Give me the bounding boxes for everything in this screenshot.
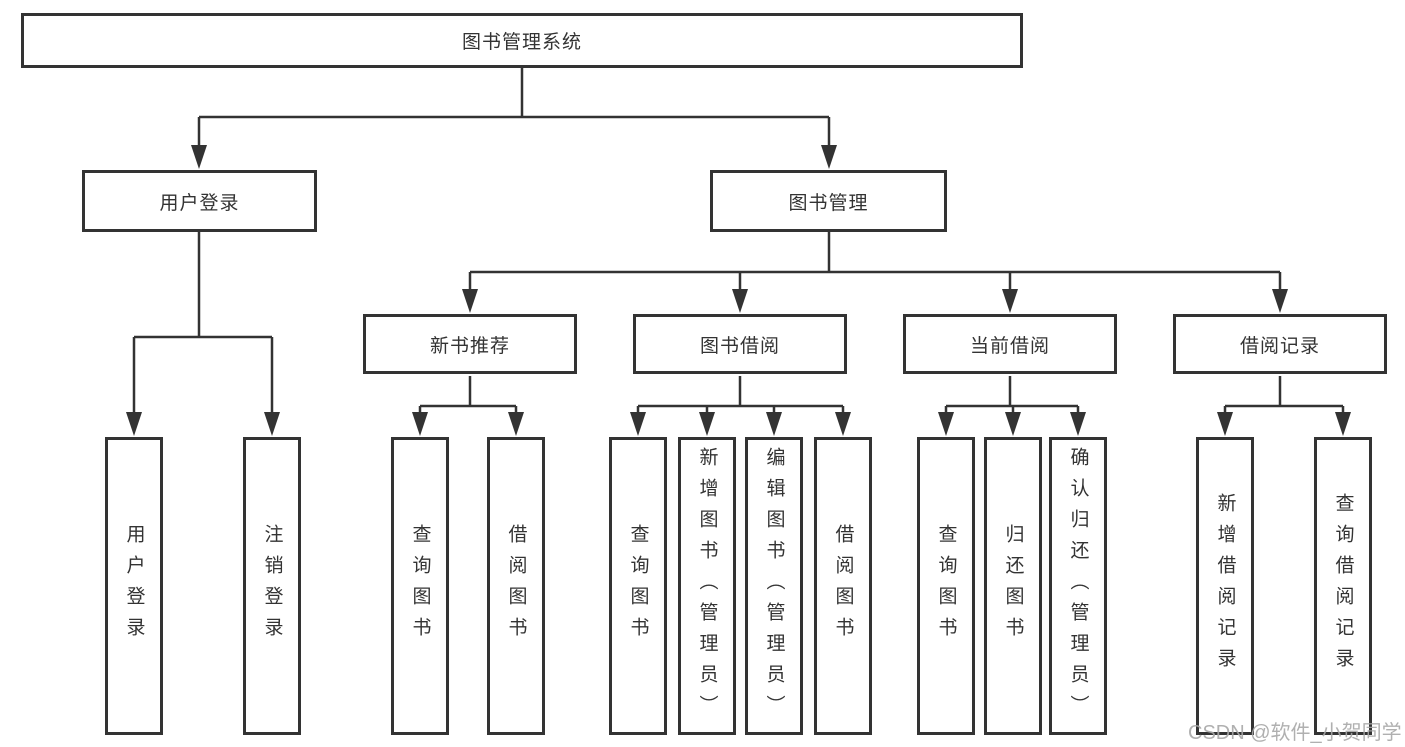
- arrow-down-icon: [1070, 412, 1086, 436]
- leaf-logout: 注销登录: [243, 437, 301, 735]
- arrow-down-icon: [1005, 412, 1021, 436]
- node-current-borrow: 当前借阅: [903, 314, 1117, 374]
- arrow-down-icon: [1272, 289, 1288, 313]
- node-user-login: 用户登录: [82, 170, 317, 232]
- arrow-down-icon: [699, 412, 715, 436]
- node-label: 用户登录: [123, 524, 145, 648]
- connector-path: [132, 68, 1345, 414]
- leaf-query-books-borrow: 查询图书: [609, 437, 667, 735]
- node-label: 借阅记录: [1239, 335, 1320, 357]
- arrow-down-icon: [630, 412, 646, 436]
- leaf-add-book-admin: 新增图书（管理员）: [678, 437, 736, 735]
- leaf-query-borrow-record: 查询借阅记录: [1314, 437, 1372, 735]
- node-borrow-records: 借阅记录: [1173, 314, 1387, 374]
- node-label: 图书管理: [788, 192, 869, 214]
- arrow-down-icon: [1217, 412, 1233, 436]
- node-label: 编辑图书（管理员）: [763, 446, 785, 726]
- leaf-confirm-return-admin: 确认归还（管理员）: [1049, 437, 1107, 735]
- node-book-management: 图书管理: [710, 170, 947, 232]
- leaf-query-books-current: 查询图书: [917, 437, 975, 735]
- arrow-down-icon: [508, 412, 524, 436]
- node-label: 查询图书: [409, 524, 431, 648]
- arrow-down-icon: [732, 289, 748, 313]
- arrow-down-icon: [1002, 289, 1018, 313]
- leaf-borrow-books-recommend: 借阅图书: [487, 437, 545, 735]
- node-label: 借阅图书: [832, 524, 854, 648]
- node-label: 用户登录: [159, 192, 240, 214]
- arrow-down-icon: [835, 412, 851, 436]
- node-label: 图书管理系统: [461, 32, 582, 53]
- node-label: 图书借阅: [699, 335, 780, 357]
- node-label: 新增图书（管理员）: [696, 446, 718, 726]
- leaf-add-borrow-record: 新增借阅记录: [1196, 437, 1254, 735]
- node-new-book-recommend: 新书推荐: [363, 314, 577, 374]
- node-label: 新增借阅记录: [1214, 493, 1236, 679]
- leaf-borrow-books: 借阅图书: [814, 437, 872, 735]
- node-book-borrow: 图书借阅: [633, 314, 847, 374]
- node-label: 新书推荐: [429, 335, 510, 357]
- arrow-down-icon: [766, 412, 782, 436]
- leaf-return-book: 归还图书: [984, 437, 1042, 735]
- leaf-edit-book-admin: 编辑图书（管理员）: [745, 437, 803, 735]
- leaf-query-books-recommend: 查询图书: [391, 437, 449, 735]
- arrow-down-icon: [191, 145, 207, 169]
- node-root-system: 图书管理系统: [21, 13, 1023, 68]
- arrow-down-icon: [462, 289, 478, 313]
- node-label: 注销登录: [261, 524, 283, 648]
- node-label: 查询图书: [627, 524, 649, 648]
- node-label: 归还图书: [1002, 524, 1024, 648]
- arrow-down-icon: [821, 145, 837, 169]
- arrowheads: [126, 145, 1351, 436]
- node-label: 查询借阅记录: [1332, 493, 1354, 679]
- node-label: 借阅图书: [505, 524, 527, 648]
- arrow-down-icon: [126, 412, 142, 436]
- arrow-down-icon: [938, 412, 954, 436]
- watermark: CSDN @软件_小贺同学: [1188, 722, 1402, 744]
- arrow-down-icon: [264, 412, 280, 436]
- node-label: 查询图书: [935, 524, 957, 648]
- node-label: 确认归还（管理员）: [1067, 446, 1089, 726]
- arrow-down-icon: [412, 412, 428, 436]
- leaf-user-login: 用户登录: [105, 437, 163, 735]
- node-label: 当前借阅: [969, 335, 1050, 357]
- arrow-down-icon: [1335, 412, 1351, 436]
